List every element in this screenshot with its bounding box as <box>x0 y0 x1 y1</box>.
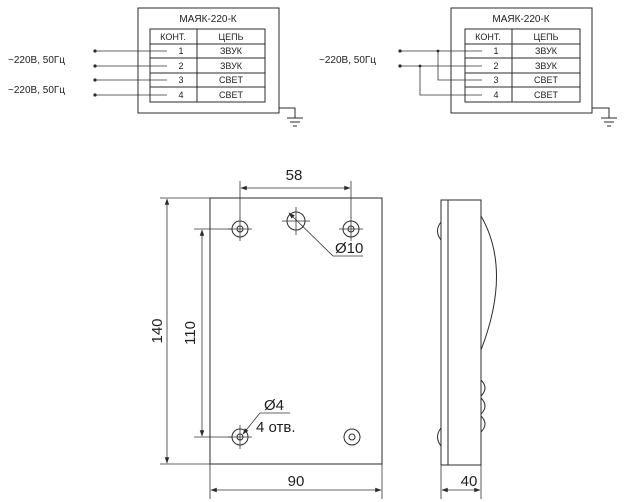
dim-hole-vertical: 110 <box>182 321 199 345</box>
device-body-front <box>209 197 383 465</box>
circuit-cell: ЗВУК <box>220 61 243 71</box>
dim-small-hole: Ø4 <box>264 397 284 414</box>
contact-cell: 3 <box>493 75 498 85</box>
circuit-cell: ЗВУК <box>220 46 243 56</box>
wiring-scheme-left: МАЯК-220-К КОНТ. ЦЕПЬ 1 ЗВУК 2 ЗВУК 3 СВ… <box>8 7 303 127</box>
circuit-cell: СВЕТ <box>534 75 559 85</box>
device-frame <box>137 7 280 114</box>
dim-depth: 40 <box>461 473 478 490</box>
supply-wires <box>93 49 167 97</box>
holes-note: 4 отв. <box>256 419 296 436</box>
mounting-hole <box>339 217 363 241</box>
front-view: 58 Ø10 140 110 Ø4 4 отв. 90 <box>149 167 383 499</box>
ground-icon <box>592 107 617 127</box>
contact-cell: 2 <box>178 61 183 71</box>
dim-big-hole: Ø10 <box>335 240 363 257</box>
contact-cell: 2 <box>493 61 498 71</box>
contact-cell: 1 <box>493 46 498 56</box>
contact-cell: 4 <box>178 90 183 100</box>
dim-hole-spacing: 58 <box>286 167 303 184</box>
contact-cell: 3 <box>178 75 183 85</box>
contact-table: КОНТ. ЦЕПЬ 1 ЗВУК 2 ЗВУК 3 СВЕТ 4 СВЕТ <box>149 28 266 103</box>
contact-cell: 4 <box>493 90 498 100</box>
cable-entry-hole <box>282 207 310 235</box>
contact-table: КОНТ. ЦЕПЬ 1 ЗВУК 2 ЗВУК 3 СВЕТ 4 СВЕТ <box>464 28 581 103</box>
supply-wires <box>398 49 482 96</box>
ground-icon <box>279 107 303 127</box>
mounting-hole <box>343 428 361 446</box>
wiring-scheme-right: МАЯК-220-К КОНТ. ЦЕПЬ 1 ЗВУК 2 ЗВУК 3 СВ… <box>319 7 617 127</box>
header-contact: КОНТ. <box>475 32 501 42</box>
circuit-cell: ЗВУК <box>535 46 558 56</box>
dim-width: 90 <box>288 473 305 490</box>
scheme-title: МАЯК-220-К <box>492 14 549 25</box>
header-contact: КОНТ. <box>160 32 186 42</box>
circuit-cell: ЗВУК <box>535 61 558 71</box>
circuit-cell: СВЕТ <box>219 75 244 85</box>
supply-label: ~220В, 50Гц <box>319 55 376 66</box>
circuit-cell: СВЕТ <box>534 90 559 100</box>
contact-cell: 1 <box>178 46 183 56</box>
dim-height: 140 <box>149 318 166 343</box>
device-frame <box>450 7 593 114</box>
device-body-side <box>440 199 482 466</box>
circuit-cell: СВЕТ <box>219 90 244 100</box>
supply-label: ~220В, 50Гц <box>8 85 65 96</box>
scheme-title: МАЯК-220-К <box>179 14 236 25</box>
side-view: 40 <box>437 199 497 499</box>
supply-label: ~220В, 50Гц <box>8 55 65 66</box>
header-circuit: ЦЕПЬ <box>218 32 243 42</box>
lens-dome <box>480 215 497 351</box>
header-circuit: ЦЕПЬ <box>533 32 558 42</box>
